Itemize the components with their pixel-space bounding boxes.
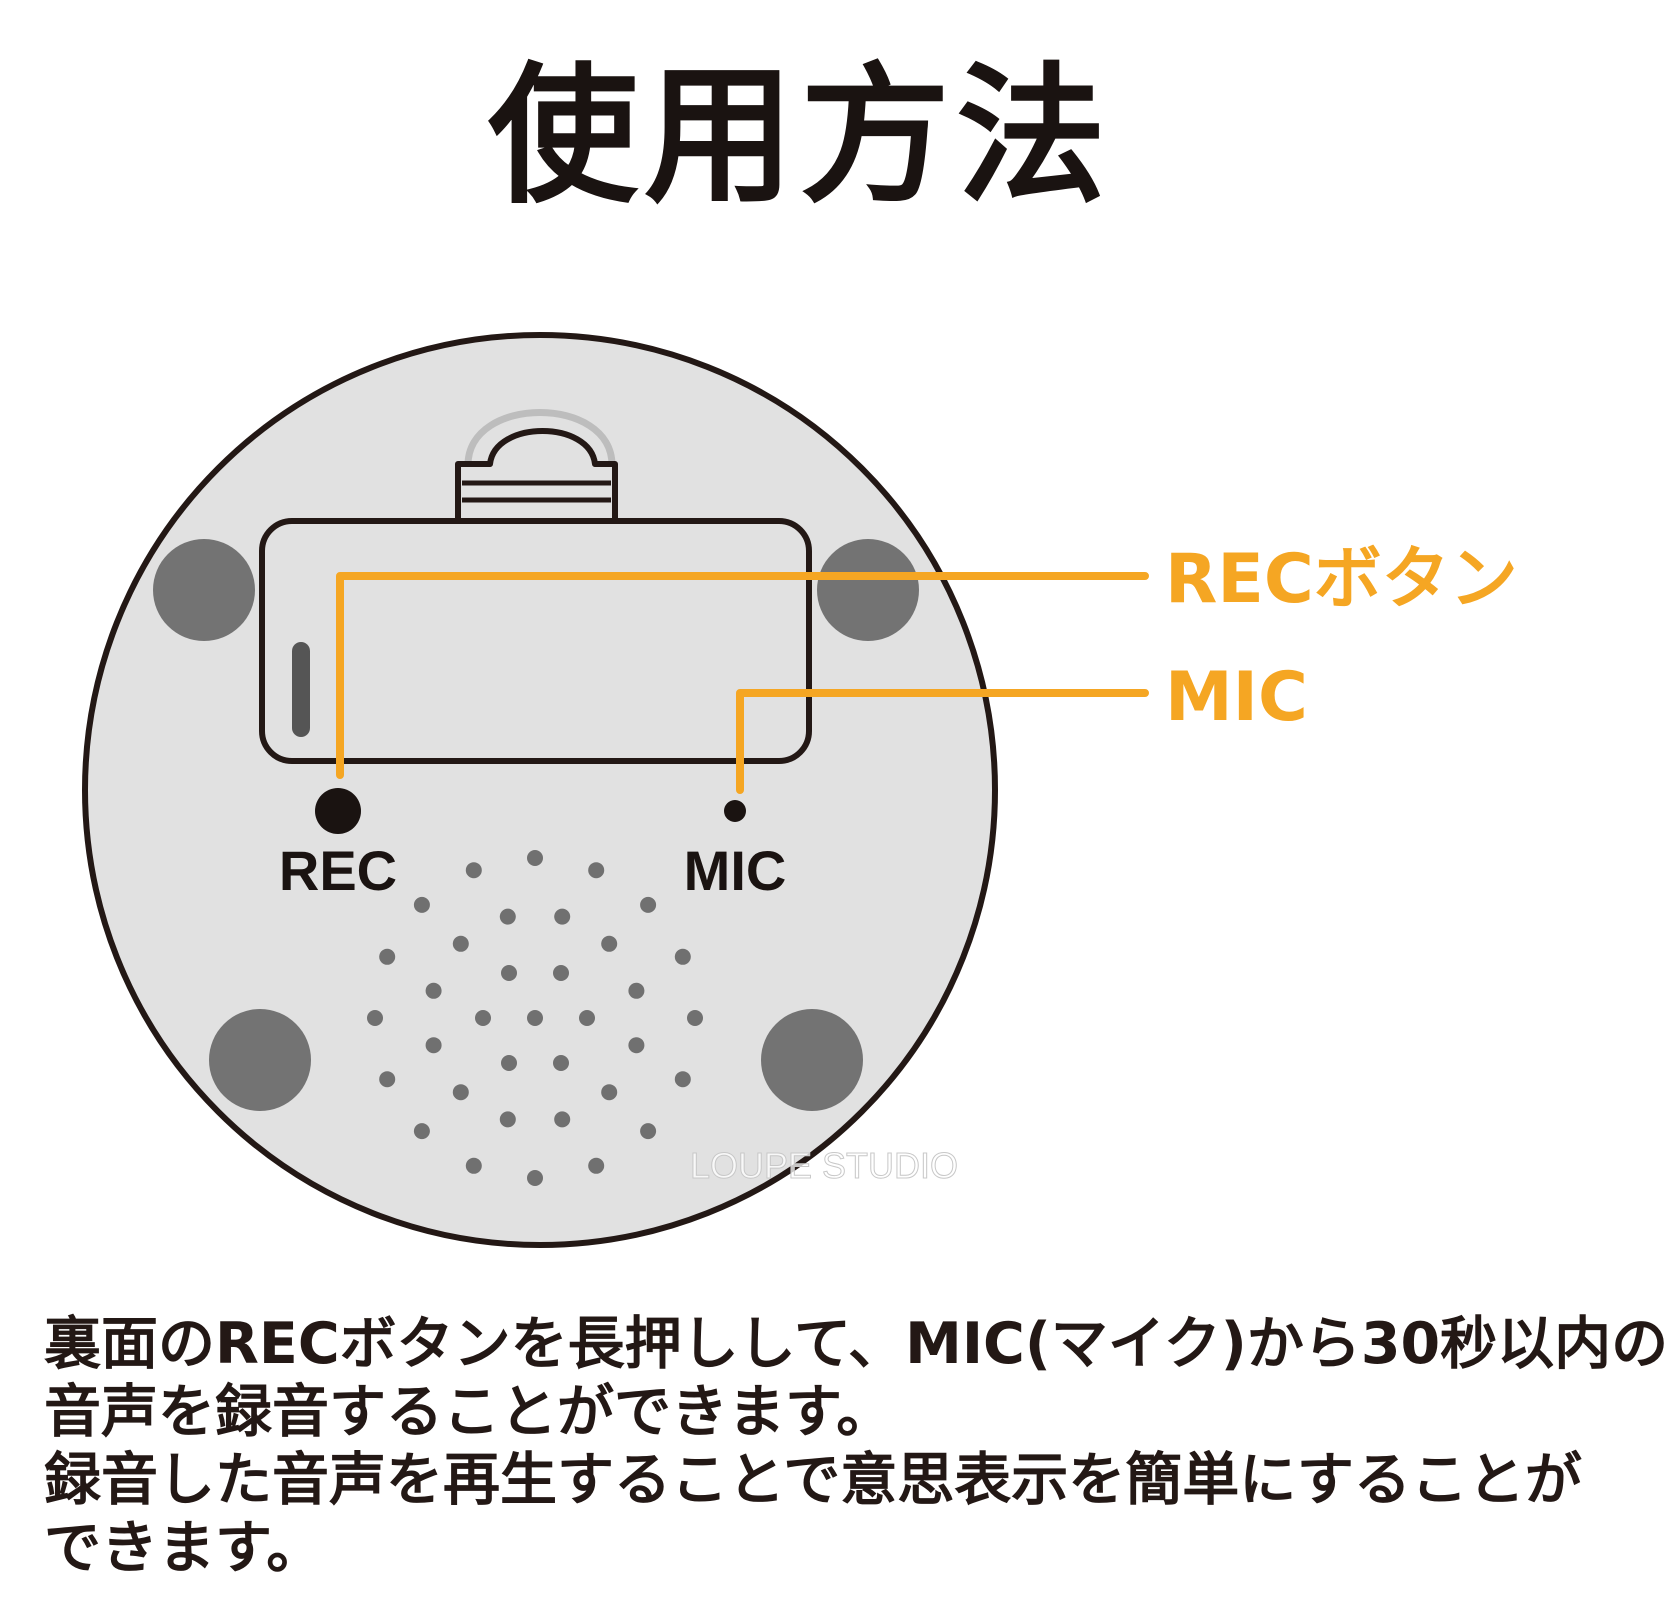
speaker-hole — [553, 965, 569, 981]
rec-button-icon[interactable] — [315, 788, 361, 834]
battery-cover — [259, 518, 812, 764]
speaker-hole — [628, 982, 645, 999]
speaker-hole — [601, 1084, 618, 1101]
rubber-foot — [761, 1009, 863, 1111]
speaker-hole — [527, 850, 543, 866]
speaker-hole — [640, 896, 657, 913]
speaker-hole — [588, 1157, 605, 1174]
mic-hole-icon — [724, 800, 746, 822]
speaker-hole — [527, 1170, 543, 1186]
mic-callout: MIC — [1165, 658, 1308, 737]
speaker-hole — [588, 862, 605, 879]
speaker-hole — [527, 1010, 543, 1026]
speaker-hole — [501, 965, 517, 981]
battery-cover-slot — [292, 642, 310, 737]
speaker-hole — [499, 908, 516, 925]
speaker-hole — [674, 1071, 691, 1088]
rubber-foot — [153, 539, 255, 641]
speaker-hole — [425, 982, 442, 999]
speaker-hole — [379, 948, 396, 965]
speaker-hole — [553, 1055, 569, 1071]
speaker-hole — [475, 1010, 491, 1026]
rec-button-callout: RECボタン — [1165, 540, 1518, 619]
speaker-grille — [367, 850, 703, 1186]
description-line: 音声を録音することができます。 — [44, 1379, 894, 1445]
speaker-hole — [465, 862, 482, 879]
speaker-hole — [554, 1111, 571, 1128]
speaker-hole — [640, 1123, 657, 1140]
speaker-hole — [367, 1010, 383, 1026]
hanging-loop — [464, 409, 616, 466]
speaker-hole — [452, 935, 469, 952]
mic-label: MIC — [684, 839, 787, 902]
page-title: 使用方法 — [487, 50, 1112, 224]
speaker-hole — [379, 1071, 396, 1088]
speaker-hole — [413, 896, 430, 913]
rec-callout-line — [336, 572, 1149, 779]
mic-callout-line — [736, 689, 1149, 794]
description-line: 裏面のRECボタンを長押しして、MIC(マイク)から30秒以内の — [44, 1311, 1668, 1377]
description-line: できます。 — [44, 1515, 324, 1581]
rubber-foot — [209, 1009, 311, 1111]
speaker-hole — [674, 948, 691, 965]
speaker-hole — [499, 1111, 516, 1128]
usage-description: 裏面のRECボタンを長押しして、MIC(マイク)から30秒以内の 音声を録音する… — [44, 1310, 1668, 1582]
speaker-hole — [601, 935, 618, 952]
speaker-hole — [687, 1010, 703, 1026]
speaker-hole — [425, 1037, 442, 1054]
speaker-hole — [413, 1123, 430, 1140]
device-diagram: REC MIC RECボタン MIC LOUPE STUDIO — [82, 332, 1518, 1248]
rec-label: REC — [279, 839, 397, 902]
rubber-foot — [817, 539, 919, 641]
speaker-hole — [554, 908, 571, 925]
speaker-hole — [628, 1037, 645, 1054]
watermark: LOUPE STUDIO — [690, 1145, 958, 1186]
speaker-hole — [452, 1084, 469, 1101]
speaker-hole — [501, 1055, 517, 1071]
speaker-hole — [579, 1010, 595, 1026]
description-line: 録音した音声を再生することで意思表示を簡単にすることが — [44, 1447, 1582, 1513]
speaker-hole — [465, 1157, 482, 1174]
